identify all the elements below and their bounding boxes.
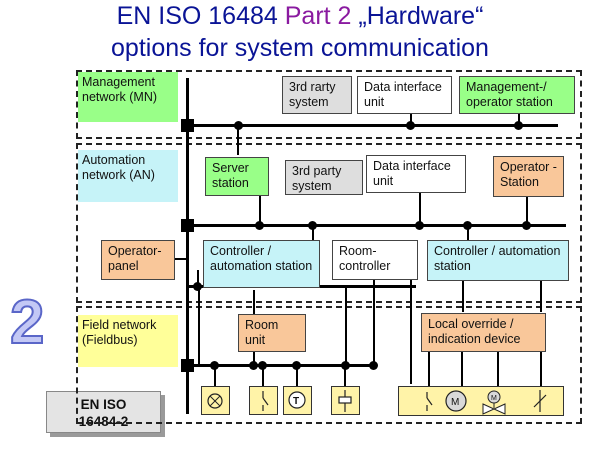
standard-badge: EN ISO 16484-2 [46, 391, 161, 433]
connector-dot [308, 221, 317, 230]
automation-network-frame [76, 143, 582, 303]
connector [497, 352, 499, 386]
connector [259, 195, 261, 226]
automation-bus [186, 224, 566, 227]
connector-dot [255, 221, 264, 230]
connector [262, 366, 264, 386]
connector [419, 192, 421, 226]
switch-icon [262, 391, 269, 411]
field-junction [181, 359, 194, 372]
connector-dot [406, 121, 415, 130]
connector-dot [292, 361, 301, 370]
svg-text:M: M [491, 395, 497, 402]
connector [461, 352, 463, 386]
page-title: EN ISO 16484 Part 2 „Hardware“ [116, 2, 484, 30]
operator-panel: Operator- panel [101, 240, 175, 280]
backbone-line [186, 78, 189, 414]
server-station: Server station [205, 157, 269, 196]
connector [518, 114, 520, 126]
connector [344, 366, 346, 386]
connector-dot [463, 221, 472, 230]
switch-icon [426, 392, 433, 411]
motor-valve-icon: M [482, 390, 506, 415]
connector [237, 125, 239, 155]
connector [410, 112, 412, 126]
mn-operator-station: Management-/ operator station [459, 76, 575, 114]
big-number: 2 [9, 288, 46, 357]
connector-dot [210, 361, 219, 370]
connector [175, 258, 187, 260]
controller-left: Controller / automation station [203, 240, 320, 288]
connector-dot [369, 361, 378, 370]
svg-text:M: M [451, 397, 459, 408]
badge-line-1: EN ISO [80, 397, 127, 412]
connector [526, 197, 528, 226]
title-accent: Part 2 [284, 2, 352, 30]
motor-icon [445, 390, 467, 412]
connector [540, 280, 542, 312]
connector-dot [522, 221, 531, 230]
connector-dot [249, 361, 258, 370]
lamp-icon [207, 393, 223, 409]
management-network-frame [76, 70, 582, 139]
mn-data-interface-unit: Data interface unit [357, 76, 452, 114]
connector [410, 280, 412, 384]
mn-third-party-system: 3rd rarty system [282, 76, 352, 114]
controller-right: Controller / automation station [427, 240, 569, 281]
connector-dot [341, 361, 350, 370]
room-controller: Room- controller [332, 240, 418, 280]
page-subtitle: options for system communication [111, 34, 489, 62]
connector-dot [514, 121, 523, 130]
connector [540, 352, 542, 386]
svg-text:T: T [293, 396, 299, 407]
badge-line-2: 16484-2 [78, 414, 129, 429]
connector-dot [193, 282, 202, 291]
automation-network-label: Automation network (AN) [78, 150, 178, 202]
an-operator-station: Operator -Station [493, 156, 564, 197]
field-device-group [398, 386, 564, 416]
connector [198, 286, 200, 366]
field-network-frame [76, 306, 582, 424]
sensor-icon [533, 390, 547, 412]
connector [197, 270, 199, 288]
connector [214, 366, 216, 386]
switch-device [249, 386, 278, 415]
connector [462, 280, 464, 312]
field-bus [186, 364, 376, 367]
connector [467, 226, 469, 242]
connector [345, 286, 347, 366]
an-data-interface-unit: Data interface unit [366, 155, 466, 193]
connector-dot [258, 361, 267, 370]
actuator-icon [338, 390, 352, 412]
room-unit: Room unit [238, 314, 306, 352]
thermometer-icon [288, 391, 306, 409]
connector [428, 352, 430, 386]
local-override-device: Local override / indication device [421, 313, 546, 352]
mn-junction [181, 119, 194, 132]
management-bus [186, 124, 558, 127]
connector-dot [234, 121, 243, 130]
an-third-party-system: 3rd party system [285, 160, 363, 195]
connector [312, 226, 314, 242]
field-network-label: Field network (Fieldbus) [78, 315, 178, 367]
an-junction [181, 219, 194, 232]
connector [373, 280, 375, 366]
connector-dot [415, 221, 424, 230]
connector [296, 366, 298, 386]
management-network-label: Management network (MN) [78, 72, 178, 122]
